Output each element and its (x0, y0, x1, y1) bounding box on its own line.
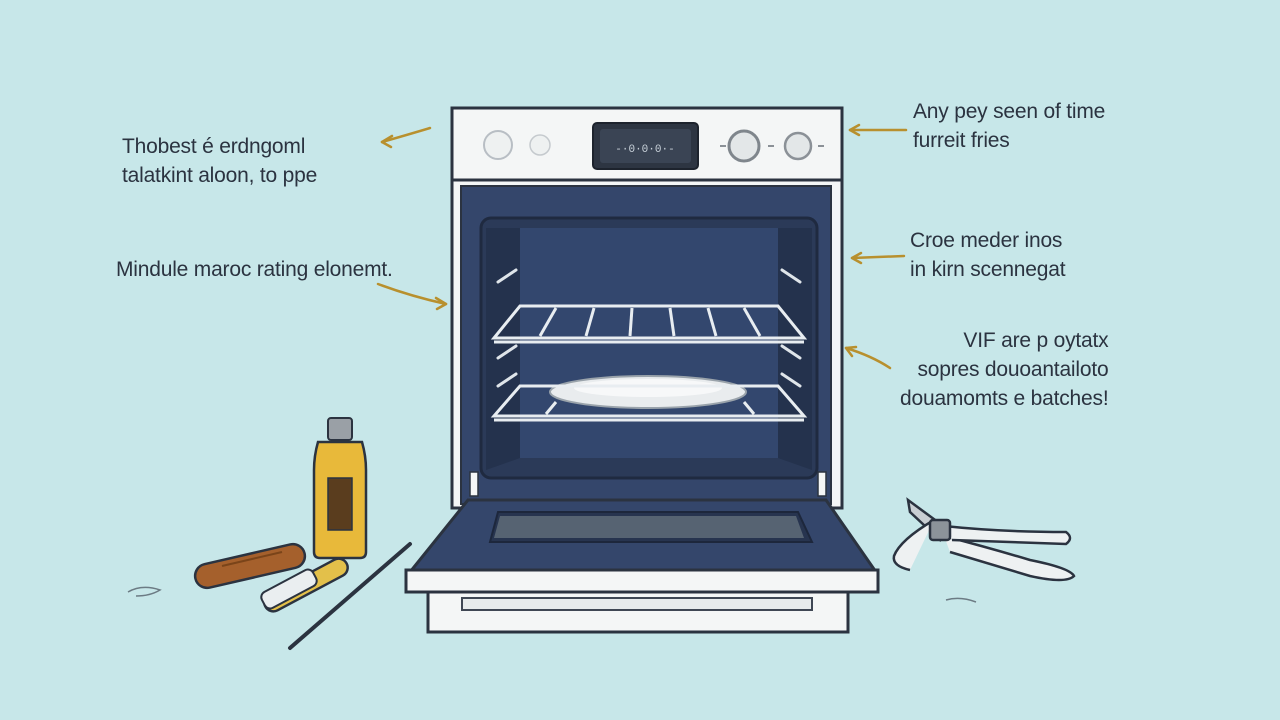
arrow-mid-right (850, 254, 906, 260)
annotation-arrows (376, 123, 908, 370)
knob-right (783, 131, 813, 161)
annotation-mid-left: Mindule maroc rating elonemt. (116, 255, 393, 284)
screwdriver-icon (260, 542, 412, 650)
annotation-mid-right-line1: Croe meder inos (910, 229, 1063, 252)
oil-bottle-icon (312, 417, 368, 560)
knob-left (483, 130, 513, 160)
wooden-handle-icon (193, 542, 307, 590)
annotation-mid-right-line2: in kirn scennegat (910, 258, 1066, 281)
annotation-top-left-line2: talatkint aloon, to ppe (122, 164, 318, 187)
lower-rack (490, 384, 808, 422)
annotation-top-left-line1: Thobest é erdngoml (122, 135, 306, 158)
annotation-mid-right: Croe meder inos in kirn scennegat (910, 226, 1066, 284)
knob-center (727, 129, 761, 163)
annotation-low-right: VIF are p oytatx sopres douoantailoto do… (900, 326, 1109, 413)
oven-icon: -·0·0·0·- (404, 106, 880, 634)
annotation-low-right-line3: douamomts e batches! (900, 387, 1109, 410)
arrow-mid-left (376, 282, 448, 306)
annotation-top-right-line2: furreit fries (913, 129, 1010, 152)
annotation-low-right-line1: VIF are p oytatx (963, 329, 1109, 352)
arrow-low-right (844, 346, 892, 370)
annotation-top-right-line1: Any pey seen of time (913, 100, 1106, 123)
annotation-low-right-line2: sopres douoantailoto (917, 358, 1109, 381)
annotation-top-right: Any pey seen of time furreit fries (913, 97, 1105, 155)
annotation-mid-left-line1: Mindule maroc rating elonemt. (116, 258, 393, 281)
upper-rack (490, 304, 808, 344)
annotation-top-left: Thobest é erdngoml talatkint aloon, to p… (122, 132, 317, 190)
pliers-icon (892, 497, 1076, 582)
oven-door (404, 498, 880, 594)
dish-icon (549, 375, 747, 409)
svg-text:-·0·0·0·-: -·0·0·0·- (615, 144, 674, 156)
